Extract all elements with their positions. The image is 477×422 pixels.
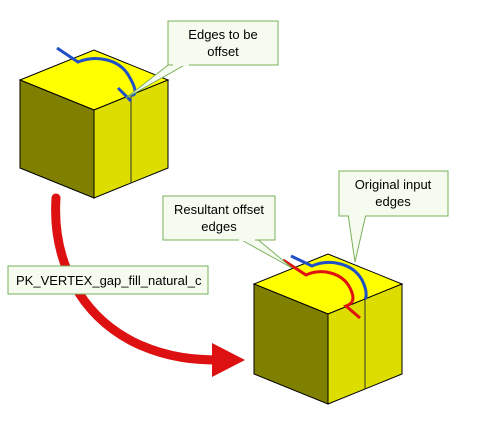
result-cube — [252, 253, 404, 405]
arrow-shaft — [51, 193, 225, 365]
callout-resultant-offset-edges: Resultant offset edges — [162, 195, 293, 269]
input-edges-drop — [116, 86, 133, 103]
original-input-edges-curve — [290, 254, 368, 301]
callout-box — [338, 170, 449, 217]
callout-line-2: edges — [201, 219, 237, 234]
function-label-box: PK_VERTEX_gap_fill_natural_c — [7, 265, 209, 295]
resultant-offset-edges-curve — [282, 258, 361, 320]
callout-pointer — [347, 213, 367, 263]
callout-pointer — [236, 237, 293, 269]
input-cube — [18, 46, 170, 199]
callout-line-1: Edges to be — [188, 27, 257, 42]
arrow-head — [212, 343, 245, 377]
callout-line-1: Original input — [355, 177, 432, 192]
function-label-frame — [7, 265, 209, 295]
operation-arrow — [51, 193, 245, 377]
function-label-text: PK_VERTEX_gap_fill_natural_c — [16, 273, 202, 288]
callout-box — [167, 20, 279, 66]
callout-edges-to-be-offset: Edges to be offset — [125, 20, 279, 99]
callout-line-2: offset — [207, 44, 239, 59]
callout-line-1: Resultant offset — [174, 202, 264, 217]
callout-original-input-edges: Original input edges — [338, 170, 449, 263]
callout-box — [162, 195, 276, 241]
input-edges-curve — [56, 46, 137, 97]
callout-line-2: edges — [375, 194, 411, 209]
